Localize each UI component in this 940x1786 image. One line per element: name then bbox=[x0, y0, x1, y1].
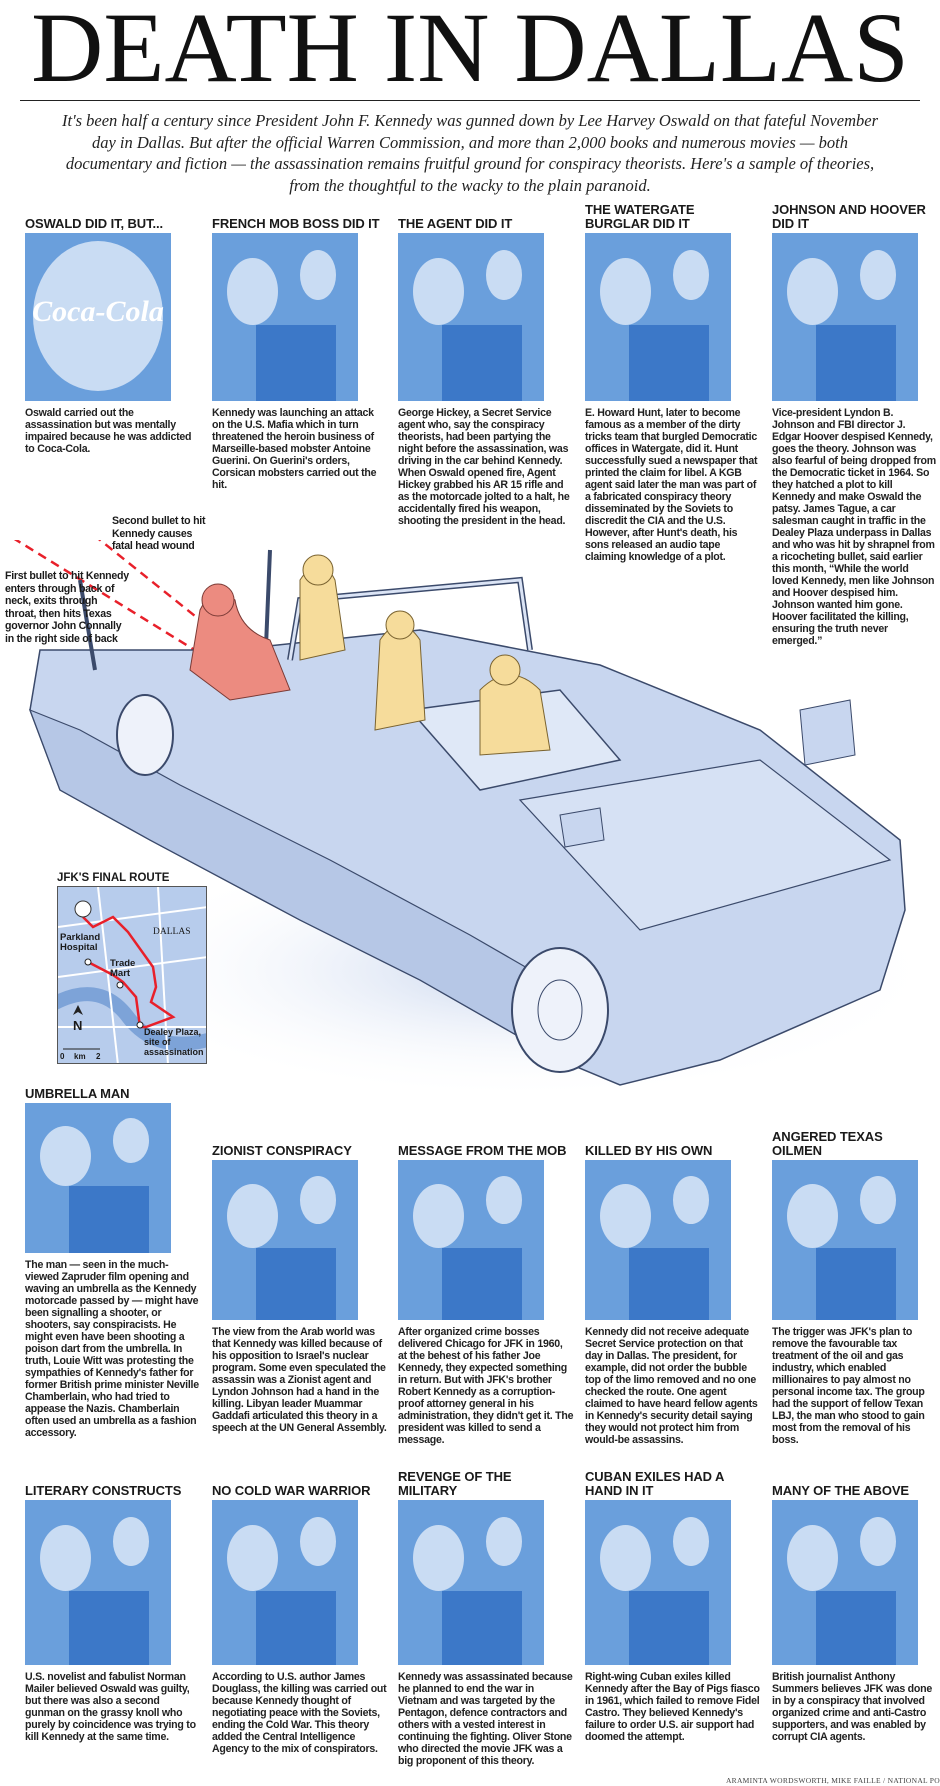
north-arrow-icon bbox=[73, 1005, 83, 1015]
theory-text: The view from the Arab world was that Ke… bbox=[212, 1326, 387, 1434]
theory-text: After organized crime bosses delivered C… bbox=[398, 1326, 574, 1446]
theory-card: No Cold War warriorAccording to U.S. aut… bbox=[212, 1470, 388, 1755]
theory-card: Many of the aboveBritish journalist Anth… bbox=[772, 1470, 936, 1743]
theory-photo bbox=[772, 233, 918, 401]
theory-text: Kennedy was assassinated because he plan… bbox=[398, 1671, 573, 1767]
theory-text: British journalist Anthony Summers belie… bbox=[772, 1671, 932, 1743]
airport-icon bbox=[74, 900, 92, 918]
theory-text: The man — seen in the much-viewed Zaprud… bbox=[25, 1259, 199, 1439]
theory-photo bbox=[212, 1500, 358, 1665]
theory-heading: The Watergate burglar did it bbox=[585, 202, 695, 231]
theory-card: Message from the mobAfter organized crim… bbox=[398, 1130, 574, 1446]
map-trade-mart: Trade Mart bbox=[110, 958, 136, 979]
theory-text: According to U.S. author James Douglass,… bbox=[212, 1671, 387, 1755]
theory-text: The trigger was JFK's plan to remove the… bbox=[772, 1326, 925, 1446]
second-bullet-label: Second bullet to hit Kennedy causes fata… bbox=[112, 515, 206, 553]
page-title: DEATH IN DALLAS bbox=[31, 0, 909, 103]
theory-photo bbox=[585, 233, 731, 401]
theory-card: Killed by his ownKennedy did not receive… bbox=[585, 1130, 761, 1446]
theory-photo bbox=[585, 1160, 731, 1320]
theory-heading: Angered Texas oilmen bbox=[772, 1129, 883, 1158]
theory-card: The Watergate burglar did itE. Howard Hu… bbox=[585, 203, 761, 563]
theory-photo bbox=[398, 1160, 544, 1320]
theory-photo bbox=[25, 1103, 171, 1253]
theory-photo bbox=[212, 1160, 358, 1320]
map-parkland: Parkland Hospital bbox=[60, 932, 101, 953]
theory-heading: No Cold War warrior bbox=[212, 1483, 371, 1498]
coca-cola-logo: Coca-Cola bbox=[32, 295, 164, 328]
theory-photo: Coca-Cola bbox=[25, 233, 171, 401]
theory-text: Right-wing Cuban exiles killed Kennedy a… bbox=[585, 1671, 760, 1743]
map-city: DALLAS bbox=[153, 927, 191, 937]
theory-heading: The agent did it bbox=[398, 216, 513, 231]
map-dealey: Dealey Plaza, site of assassination bbox=[144, 1027, 204, 1057]
credit-line: ARAMINTA WORDSWORTH, MIKE FAILLE / NATIO… bbox=[725, 1776, 940, 1785]
theory-text: Kennedy did not receive adequate Secret … bbox=[585, 1326, 758, 1446]
theory-card: Literary constructsU.S. novelist and fab… bbox=[25, 1470, 201, 1743]
theory-heading: Many of the above bbox=[772, 1483, 909, 1498]
theory-heading: Cuban exiles had a hand in it bbox=[585, 1469, 724, 1498]
theory-card: Cuban exiles had a hand in it Right-wing … bbox=[585, 1470, 761, 1743]
theory-photo bbox=[212, 233, 358, 401]
theory-heading: Zionist conspiracy bbox=[212, 1143, 352, 1158]
driver-figure bbox=[479, 674, 551, 756]
theory-card: The agent did it George Hickey, a Secret … bbox=[398, 203, 574, 527]
front-wheel bbox=[511, 947, 609, 1073]
title-divider bbox=[20, 100, 920, 101]
route-svg bbox=[58, 887, 206, 1063]
theory-photo bbox=[25, 1500, 171, 1665]
trade-mart-marker bbox=[116, 981, 124, 989]
route-line bbox=[82, 915, 176, 1029]
rear-wheel bbox=[116, 694, 174, 776]
theory-card: Umbrella manThe man — seen in the much-v… bbox=[25, 1073, 201, 1439]
theory-heading: Message from the mob bbox=[398, 1143, 567, 1158]
theory-heading: Johnson and Hoover did it bbox=[772, 202, 926, 231]
theory-photo bbox=[585, 1500, 731, 1665]
theory-heading: Literary constructs bbox=[25, 1483, 182, 1498]
theory-text: Kennedy was launching an attack on the U… bbox=[212, 407, 377, 491]
theory-text: George Hickey, a Secret Service agent wh… bbox=[398, 407, 570, 527]
theory-card: Angered Texas oilmenThe trigger was JFK'… bbox=[772, 1130, 936, 1446]
intro-paragraph: It's been half a century since President… bbox=[61, 111, 878, 195]
theory-card: French mob boss did it Kennedy was launch… bbox=[212, 203, 388, 491]
map-scale-2: 2 bbox=[96, 1052, 101, 1061]
route-map: JFK'S FINAL ROUTE DALLAS Parkland Hospit… bbox=[57, 872, 209, 1064]
car-hood bbox=[518, 759, 892, 931]
limousine-illustration bbox=[13, 540, 940, 1100]
theory-heading: Oswald did it, but... bbox=[25, 216, 164, 231]
theory-text: Oswald carried out the assassination but… bbox=[25, 407, 192, 455]
theory-photo bbox=[772, 1500, 918, 1665]
theory-heading: Killed by his own bbox=[585, 1143, 713, 1158]
theory-text: U.S. novelist and fabulist Norman Mailer… bbox=[25, 1671, 196, 1743]
first-bullet-label: First bullet to hit Kennedy enters throu… bbox=[5, 570, 129, 645]
parkland-marker bbox=[84, 958, 92, 966]
map-scale-0: 0 bbox=[60, 1052, 65, 1061]
flag-us bbox=[559, 807, 605, 848]
connally-figure bbox=[374, 624, 426, 731]
map-title: JFK'S FINAL ROUTE bbox=[57, 872, 170, 884]
theory-heading: French mob boss did it bbox=[212, 216, 380, 231]
theory-photo bbox=[772, 1160, 918, 1320]
map-north: N bbox=[73, 1018, 83, 1033]
theory-heading: Revenge of the military bbox=[398, 1469, 512, 1498]
theory-photo bbox=[398, 1500, 544, 1665]
theory-card: Zionist conspiracyThe view from the Arab… bbox=[212, 1130, 388, 1434]
map-scale-unit: km bbox=[74, 1052, 86, 1061]
theory-photo bbox=[398, 233, 544, 401]
dealey-marker bbox=[136, 1021, 144, 1029]
theory-card: Revenge of the militaryKennedy was assas… bbox=[398, 1470, 574, 1767]
flag-presidential bbox=[799, 699, 856, 766]
